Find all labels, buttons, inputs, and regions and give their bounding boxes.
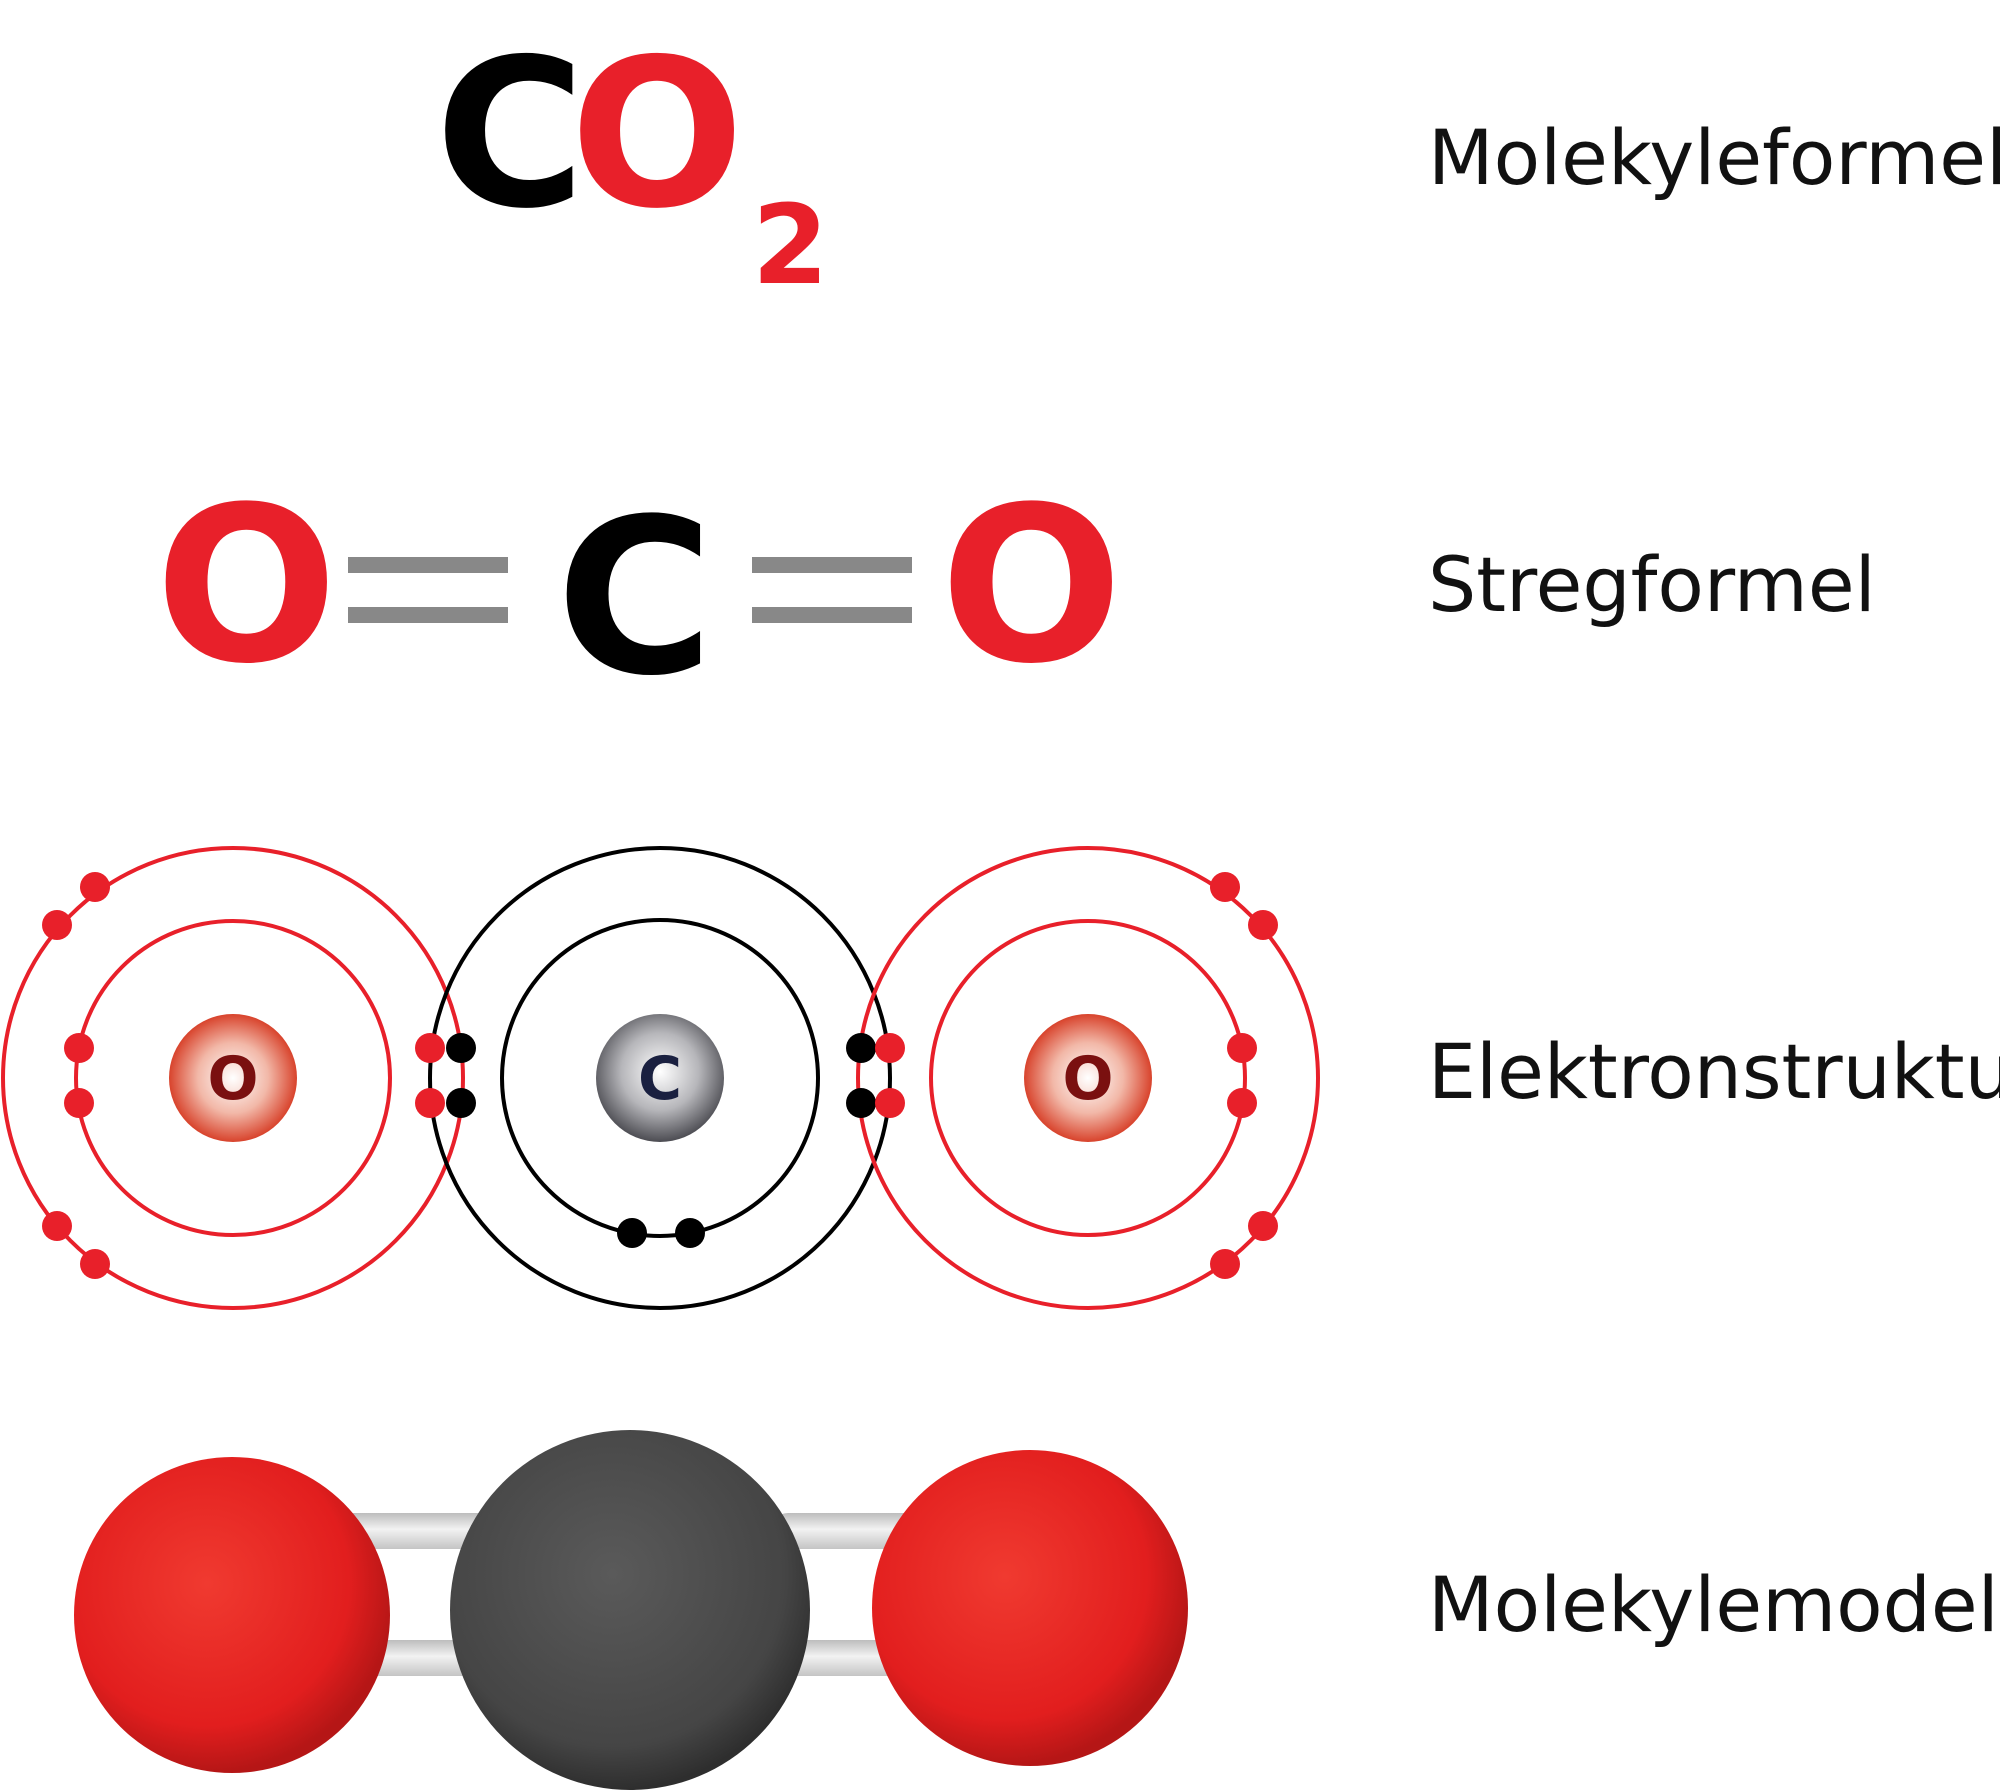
electron-dot xyxy=(875,1088,905,1118)
right-double-bond-bottom xyxy=(752,607,912,623)
carbon-inner-shell xyxy=(500,918,820,1238)
electron-dot xyxy=(42,1211,72,1241)
electron-dot xyxy=(446,1033,476,1063)
left-oxygen-nucleus xyxy=(169,1014,297,1142)
electron-dot xyxy=(415,1088,445,1118)
electron-dot xyxy=(64,1088,94,1118)
label-molecular-formula: Molekyleformel xyxy=(1428,113,2000,202)
electron-dot xyxy=(446,1088,476,1118)
model-carbon-sphere xyxy=(450,1430,810,1790)
carbon-outer-shell xyxy=(428,846,892,1310)
label-structural-formula: Stregformel xyxy=(1428,540,1876,629)
formula-carbon: C xyxy=(435,16,585,254)
electron-structure: O C O xyxy=(1,846,1320,1310)
electron-dot xyxy=(1248,1211,1278,1241)
structural-left-oxygen: O xyxy=(155,460,338,711)
electron-dot xyxy=(675,1218,705,1248)
electron-dot xyxy=(64,1033,94,1063)
left-double-bond-top xyxy=(348,557,508,573)
left-oxygen-inner-shell xyxy=(74,919,392,1237)
molecular-formula: C O 2 xyxy=(435,16,829,309)
structural-formula: O C O xyxy=(155,460,1123,723)
electron-dot xyxy=(1210,1249,1240,1279)
structural-right-oxygen: O xyxy=(940,460,1123,711)
electron-dot xyxy=(80,1249,110,1279)
left-oxygen-outer-shell xyxy=(1,846,465,1310)
left-double-bond-bottom xyxy=(348,607,508,623)
electron-dot xyxy=(1227,1033,1257,1063)
label-electron-structure: Elektronstruktur xyxy=(1428,1027,2000,1116)
model-left-oxygen-sphere xyxy=(74,1457,390,1773)
right-double-bond-top xyxy=(752,557,912,573)
electron-dot xyxy=(846,1033,876,1063)
electron-dot xyxy=(1227,1088,1257,1118)
electron-dot xyxy=(1210,872,1240,902)
right-nucleus-label: O xyxy=(1062,1044,1113,1114)
molecule-model xyxy=(74,1430,1188,1790)
carbon-nucleus xyxy=(596,1014,724,1142)
structural-carbon: C xyxy=(556,472,714,723)
left-nucleus-label: O xyxy=(207,1044,258,1114)
electron-dot xyxy=(1248,910,1278,940)
electron-dot xyxy=(415,1033,445,1063)
right-oxygen-nucleus xyxy=(1024,1014,1152,1142)
electron-dot xyxy=(617,1218,647,1248)
center-nucleus-label: C xyxy=(638,1044,682,1114)
electron-dot xyxy=(875,1033,905,1063)
right-oxygen-outer-shell xyxy=(856,846,1320,1310)
electron-dot xyxy=(80,872,110,902)
model-right-oxygen-sphere xyxy=(872,1450,1188,1766)
label-molecule-model: Molekylemodel xyxy=(1428,1560,1999,1649)
electron-dot xyxy=(42,910,72,940)
electron-dot xyxy=(846,1088,876,1118)
right-oxygen-inner-shell xyxy=(929,919,1247,1237)
formula-oxygen: O xyxy=(570,16,744,254)
formula-subscript: 2 xyxy=(752,181,829,309)
